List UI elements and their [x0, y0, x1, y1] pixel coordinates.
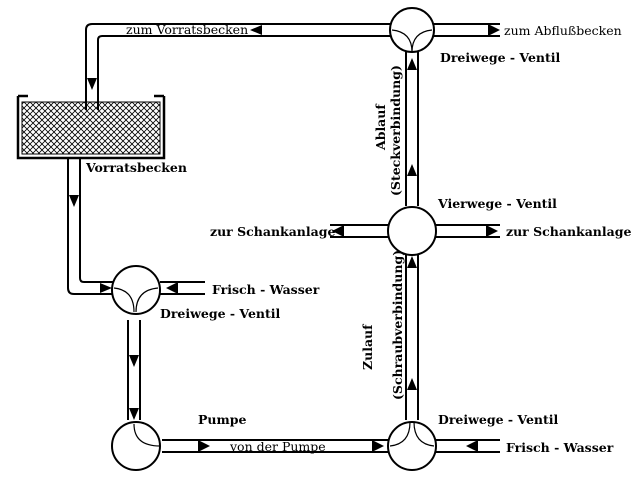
reservoir-tank: [16, 94, 166, 160]
arrow-to-drain: [488, 24, 500, 36]
arrow-fresh-bottom: [466, 440, 478, 452]
arrow-up-inlet-2: [407, 256, 417, 268]
label-four-way: Vierwege - Ventil: [437, 196, 557, 211]
label-to-reservoir: zum Vorratsbecken: [126, 22, 248, 37]
arrow-to-reservoir: [250, 25, 262, 35]
pump-node: [111, 421, 161, 471]
label-to-drain: zum Abflußbecken: [504, 23, 622, 38]
pipe-valve-to-pump: [127, 320, 141, 420]
label-three-way-mid: Dreiwege - Ventil: [160, 306, 281, 321]
pipe-from-pump: [162, 439, 392, 453]
pipe-reservoir-to-valve: [67, 158, 122, 295]
arrow-up-inlet-1: [407, 378, 417, 390]
arrow-tap-right: [486, 225, 498, 237]
arrow-down-reservoir: [87, 78, 97, 90]
label-fresh-water-mid: Frisch - Wasser: [212, 282, 320, 297]
arrow-pump-1: [198, 440, 210, 452]
arrow-up-outlet-1: [407, 164, 417, 176]
pipe-taps: [330, 224, 500, 238]
arrow-down-2: [129, 408, 139, 420]
pipe-inlet: [405, 252, 419, 420]
label-tap-right: zur Schankanlage: [506, 224, 631, 239]
three-way-valve-bottom: [387, 421, 437, 471]
pipe-to-drain: [432, 23, 500, 37]
arrow-tap-left: [332, 225, 344, 237]
pipe-fresh-water-bottom: [430, 439, 500, 453]
arrow-down-1: [129, 355, 139, 367]
pipe-outlet: [405, 52, 419, 206]
arrow-pump-2: [372, 440, 384, 452]
arrow-fresh-mid: [166, 282, 178, 294]
arrow-right-valve: [100, 283, 112, 293]
label-tap-left: zur Schankanlage: [210, 224, 335, 239]
three-way-valve-mid: [111, 265, 161, 315]
pipe-fresh-water-mid: [160, 281, 205, 295]
arrow-up-outlet-2: [407, 58, 417, 70]
label-outlet: Ablauf: [373, 103, 388, 151]
label-pump: Pumpe: [198, 412, 246, 427]
label-inlet-sub: (Schraubverbindung): [390, 250, 405, 400]
three-way-valve-top: [389, 7, 435, 53]
four-way-valve: [387, 206, 437, 256]
label-inlet: Zulauf: [360, 323, 375, 370]
label-from-pump: von der Pumpe: [229, 439, 326, 454]
label-three-way-bottom: Dreiwege - Ventil: [438, 412, 559, 427]
label-outlet-sub: (Steckverbindung): [388, 65, 403, 196]
pipe-to-reservoir: [85, 23, 392, 110]
arrow-down-left: [69, 195, 79, 207]
label-three-way-top: Dreiwege - Ventil: [440, 50, 561, 65]
label-fresh-water-bottom: Frisch - Wasser: [506, 440, 614, 455]
label-reservoir: Vorratsbecken: [85, 160, 187, 175]
